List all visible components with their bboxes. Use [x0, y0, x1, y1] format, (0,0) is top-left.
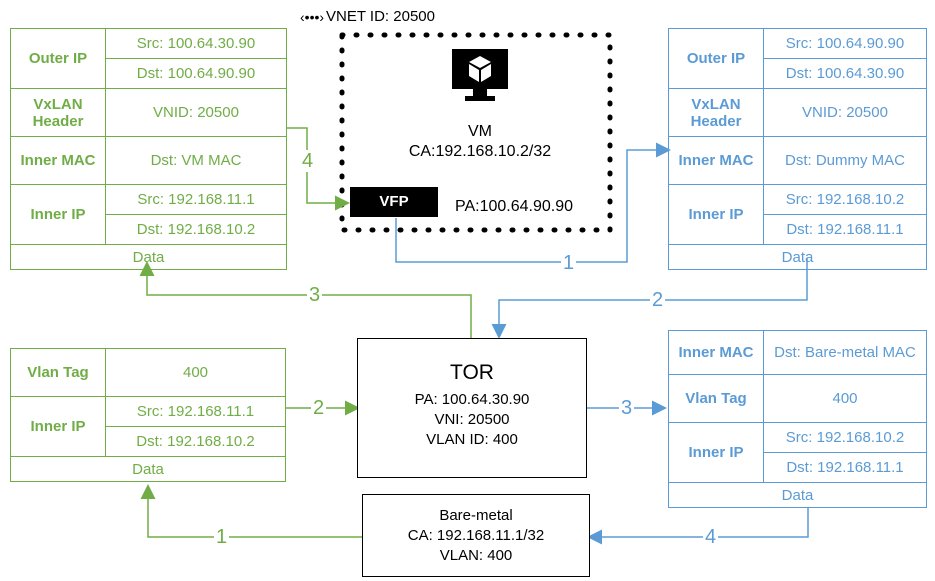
vnet-boundary — [339, 32, 613, 233]
inner-mac-value: Dst: Bare-metal MAC — [763, 330, 927, 375]
inner-ip-label: Inner IP — [668, 184, 764, 245]
tor-node: TOR PA: 100.64.30.90 VNI: 20500 VLAN ID:… — [357, 338, 587, 478]
outer-dst: Dst: 100.64.90.90 — [105, 58, 287, 89]
data-cell: Data — [10, 456, 286, 482]
vlan-value: 400 — [763, 374, 927, 423]
top-left-packet-table: Outer IP Src: 100.64.30.90 Dst: 100.64.9… — [10, 28, 287, 270]
inner-dst: Dst: 192.168.10.2 — [105, 426, 286, 457]
inner-mac-value: Dst: VM MAC — [105, 136, 287, 185]
monitor-cube-icon — [452, 49, 508, 101]
top-right-packet-table: Outer IP Src: 100.64.90.90 Dst: 100.64.3… — [668, 28, 927, 270]
green-edge-3-label: 3 — [307, 284, 323, 306]
vnid-value: VNID: 20500 — [105, 88, 287, 137]
bottom-right-packet-table: Inner MAC Dst: Bare-metal MAC Vlan Tag 4… — [668, 330, 927, 508]
green-edge-1 — [140, 484, 362, 538]
vlan-value: 400 — [105, 348, 286, 397]
vnid-value: VNID: 20500 — [763, 88, 927, 137]
baremetal-node: Bare-metal CA: 192.168.11.1/32 VLAN: 400 — [362, 494, 590, 577]
vlan-tag-label: Vlan Tag — [10, 348, 106, 397]
blue-edge-2-label: 2 — [650, 289, 666, 311]
tor-pa: PA: 100.64.30.90 — [414, 391, 530, 408]
inner-src: Src: 192.168.11.1 — [105, 396, 286, 427]
vlan-tag-label: Vlan Tag — [668, 374, 764, 423]
blue-edge-3-label: 3 — [619, 397, 635, 419]
blue-edge-1 — [395, 142, 671, 263]
green-edge-4 — [286, 127, 350, 211]
outer-ip-label: Outer IP — [10, 28, 106, 89]
inner-dst: Dst: 192.168.10.2 — [105, 214, 287, 245]
vm-title: VM — [468, 123, 492, 140]
vxlan-header-label: VxLAN Header — [668, 88, 764, 137]
outer-src: Src: 100.64.90.90 — [763, 28, 927, 59]
vfp-node: VFP — [350, 187, 438, 217]
inner-mac-label: Inner MAC — [668, 136, 764, 185]
vm-node: VM CA:192.168.10.2/32 — [380, 48, 580, 161]
green-edge-4-label: 4 — [300, 150, 316, 172]
vfp-pa: PA:100.64.90.90 — [455, 198, 574, 215]
inner-src: Src: 192.168.10.2 — [763, 422, 927, 453]
tor-vlan: VLAN ID: 400 — [426, 431, 518, 448]
baremetal-vlan: VLAN: 400 — [439, 547, 513, 564]
inner-dst: Dst: 192.168.11.1 — [763, 452, 927, 483]
tor-vni: VNI: 20500 — [434, 411, 510, 428]
inner-ip-label: Inner IP — [10, 396, 106, 457]
outer-dst: Dst: 100.64.30.90 — [763, 58, 927, 89]
inner-src: Src: 192.168.11.1 — [105, 184, 287, 215]
inner-mac-value: Dst: Dummy MAC — [763, 136, 927, 185]
data-cell: Data — [10, 244, 287, 270]
vnet-header: ‹•••› VNET ID: 20500 — [300, 8, 435, 25]
baremetal-ca: CA: 192.168.11.1/32 — [407, 527, 545, 544]
baremetal-title: Bare-metal — [439, 507, 513, 524]
outer-ip-label: Outer IP — [668, 28, 764, 89]
inner-ip-label: Inner IP — [10, 184, 106, 245]
vm-ca: CA:192.168.10.2/32 — [408, 143, 552, 160]
inner-mac-label: Inner MAC — [668, 330, 764, 375]
blue-edge-4 — [587, 508, 809, 545]
tor-title: TOR — [450, 361, 494, 384]
inner-dst: Dst: 192.168.11.1 — [763, 214, 927, 245]
blue-edge-1-label: 1 — [561, 252, 577, 274]
green-edge-2-label: 2 — [311, 397, 327, 419]
blue-edge-4-label: 4 — [703, 526, 719, 548]
inner-ip-label: Inner IP — [668, 422, 764, 483]
outer-src: Src: 100.64.30.90 — [105, 28, 287, 59]
data-cell: Data — [668, 482, 927, 508]
virtual-network-icon: ‹•••› — [300, 8, 325, 25]
vxlan-header-label: VxLAN Header — [10, 88, 106, 137]
green-edge-1-label: 1 — [214, 526, 230, 548]
bottom-left-packet-table: Vlan Tag 400 Inner IP Src: 192.168.11.1 … — [10, 348, 286, 482]
vnet-id-label: VNET ID: 20500 — [326, 8, 435, 25]
inner-mac-label: Inner MAC — [10, 136, 106, 185]
data-cell: Data — [668, 244, 927, 270]
inner-src: Src: 192.168.10.2 — [763, 184, 927, 215]
